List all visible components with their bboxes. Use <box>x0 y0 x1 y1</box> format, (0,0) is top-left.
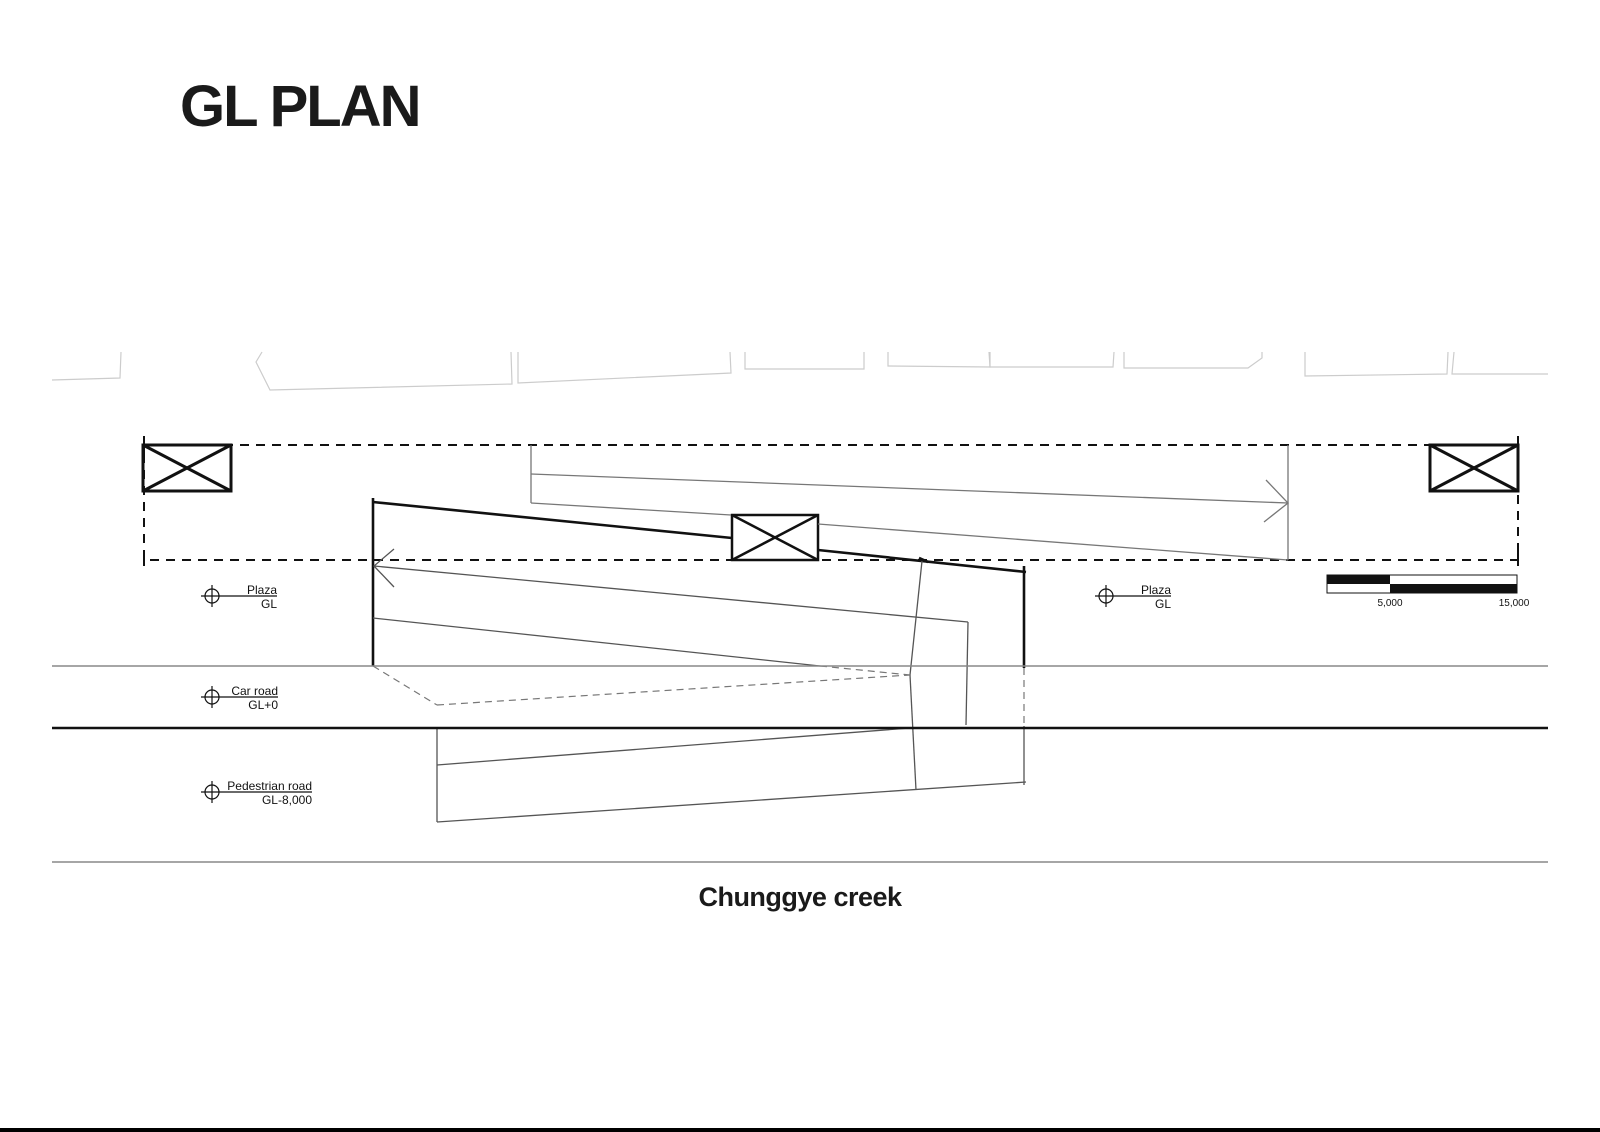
road-lines <box>52 665 1548 863</box>
level-value: GL <box>261 597 277 611</box>
level-marker-plaza-right: Plaza GL <box>1095 583 1171 611</box>
level-name: Pedestrian road <box>227 779 312 793</box>
upper-ramp <box>530 445 1289 561</box>
plaza-boundary <box>143 444 1519 561</box>
creek-label: Chunggye creek <box>698 882 902 912</box>
building-outlines <box>51 351 1548 391</box>
scale-bar: 5,000 15,000 <box>1326 574 1530 609</box>
boundary-corner-ticks <box>143 436 1519 566</box>
level-name: Car road <box>231 684 278 698</box>
level-name: Plaza <box>1141 583 1171 597</box>
bridge-structure <box>371 498 1027 668</box>
level-value: GL <box>1155 597 1171 611</box>
lower-ramp-arrow-icon <box>373 548 395 588</box>
ramp-hidden-lines <box>372 665 1025 726</box>
level-marker-car-road: Car road GL+0 <box>201 684 278 712</box>
upper-ramp-arrow-icon <box>1263 479 1289 523</box>
level-target-icon <box>201 781 312 803</box>
scale-segment-2 <box>1390 584 1517 593</box>
level-value: GL+0 <box>248 698 278 712</box>
column-center <box>730 513 820 562</box>
scale-segment-1 <box>1327 575 1390 584</box>
level-marker-pedestrian-road: Pedestrian road GL-8,000 <box>201 779 312 807</box>
level-target-icon <box>201 585 277 607</box>
level-target-icon <box>201 686 278 708</box>
level-value: GL-8,000 <box>262 793 312 807</box>
level-name: Plaza <box>247 583 277 597</box>
lower-ramp <box>372 548 1027 823</box>
scale-label-5000: 5,000 <box>1377 598 1402 609</box>
column-right <box>1428 443 1520 493</box>
level-target-icon <box>1095 585 1171 607</box>
bottom-border <box>0 1128 1600 1132</box>
scale-label-15000: 15,000 <box>1499 598 1530 609</box>
page-title: GL PLAN <box>180 74 421 139</box>
level-marker-plaza-left: Plaza GL <box>201 583 277 611</box>
column-left <box>141 443 233 493</box>
